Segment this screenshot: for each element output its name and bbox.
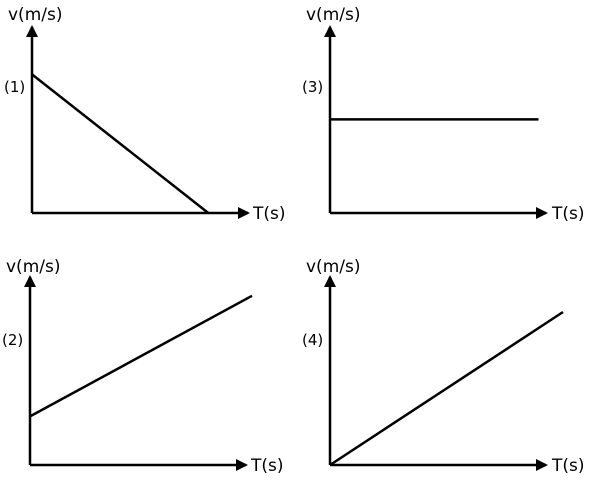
panel-2-y-axis-arrow (324, 25, 336, 37)
panel-1-x-axis-arrow (238, 207, 250, 219)
panel-2-y-axis-label: v(m/s) (306, 5, 360, 25)
panel-3-y-axis-arrow (24, 275, 36, 287)
panel-2-x-axis-arrow (536, 207, 548, 219)
panel-4-y-axis-arrow (324, 275, 336, 287)
panel-3-series-line (29, 294, 253, 418)
panel-4-x-axis-label: T(s) (551, 456, 585, 476)
panel-3-x-axis-arrow (236, 459, 248, 471)
panel-1-y-axis-arrow (26, 25, 38, 37)
panel-2-x-axis-label: T(s) (551, 204, 585, 224)
panel-1-y-axis-label: v(m/s) (8, 5, 62, 25)
panel-2-label: (3) (302, 78, 323, 96)
panel-4-series-line (329, 310, 564, 467)
panel-4-y-axis-label: v(m/s) (306, 257, 360, 277)
panel-1-x-axis-label: T(s) (252, 204, 286, 224)
panel-3-y-axis-label: v(m/s) (6, 257, 60, 277)
panel-3-label: (2) (2, 331, 23, 349)
panel-1-label: (1) (4, 78, 25, 96)
panel-4-x-axis-arrow (536, 459, 548, 471)
panel-4-label: (4) (302, 331, 323, 349)
panel-1-series-line (31, 73, 210, 214)
panel-3-x-axis-label: T(s) (250, 456, 284, 476)
